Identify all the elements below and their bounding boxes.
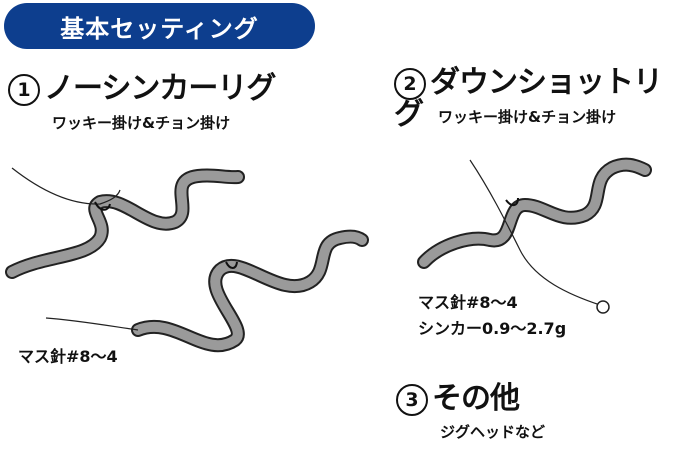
worm-illustration — [131, 229, 369, 353]
line-illustration — [11, 167, 121, 205]
hook-illustration — [225, 261, 238, 269]
hook-illustration — [505, 197, 519, 206]
rig-1-title: ノーシンカーリグ — [44, 71, 276, 106]
rig-2-subtitle: ワッキー掛け&チョン掛け — [438, 108, 617, 126]
worm-illustration — [417, 157, 652, 269]
hook-illustration — [94, 201, 111, 211]
rig-2-hook-note: マス針#8〜4 — [418, 293, 518, 312]
rig-2-title: ダウンショットリグ — [394, 65, 663, 132]
worm-illustration — [5, 168, 245, 279]
rig-2-sinker-note: シンカー0.9〜2.7g — [418, 319, 567, 338]
line-illustration — [469, 159, 601, 306]
rig-3-title: その他 — [432, 381, 520, 416]
sinker-illustration — [596, 300, 610, 314]
rig-3-subtitle: ジグヘッドなど — [440, 423, 546, 441]
rig-1-subtitle: ワッキー掛け&チョン掛け — [52, 114, 231, 132]
rig-1-hook-note: マス針#8〜4 — [18, 347, 118, 366]
rig-3-number: 3 — [396, 384, 428, 416]
rig-1-number: 1 — [8, 74, 40, 106]
section-badge: 基本セッティング — [4, 3, 315, 49]
rig-2-number: 2 — [394, 68, 426, 100]
line-illustration — [45, 317, 139, 331]
